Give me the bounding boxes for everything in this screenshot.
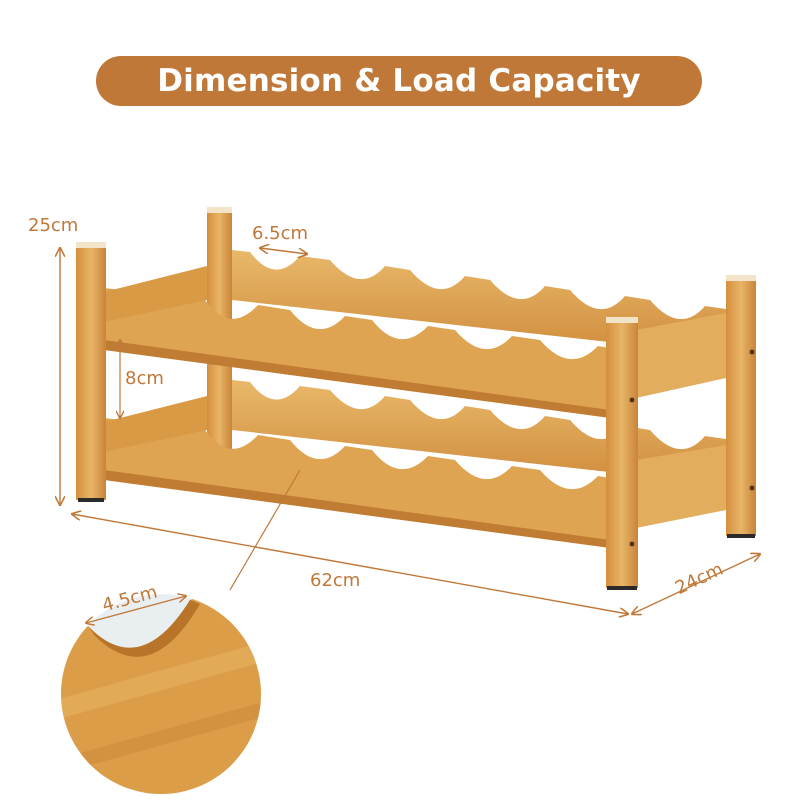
height-label: 25cm xyxy=(28,215,79,236)
detail-slot-dimension-line xyxy=(86,596,186,623)
upper-back-rail xyxy=(232,250,726,355)
front-left-post xyxy=(76,242,106,502)
lower-side-rail xyxy=(636,445,726,528)
length-dimension-line xyxy=(72,514,628,614)
slot-dimension-line xyxy=(260,248,307,254)
front-right-post xyxy=(606,317,638,590)
tier-gap-label: 8cm xyxy=(125,368,164,389)
back-right-post xyxy=(726,275,756,536)
title-banner: Dimension & Load Capacity xyxy=(96,56,702,106)
depth-dimension-line xyxy=(632,554,760,614)
detail-callout-line xyxy=(229,469,301,591)
slot-width-label: 6.5cm xyxy=(252,223,309,244)
lower-back-rail xyxy=(232,380,726,485)
length-label: 62cm xyxy=(310,570,361,591)
upper-front-rail xyxy=(104,288,610,415)
slot-detail-magnifier xyxy=(61,594,261,794)
upper-side-rail xyxy=(636,313,726,398)
title-text: Dimension & Load Capacity xyxy=(157,63,641,99)
